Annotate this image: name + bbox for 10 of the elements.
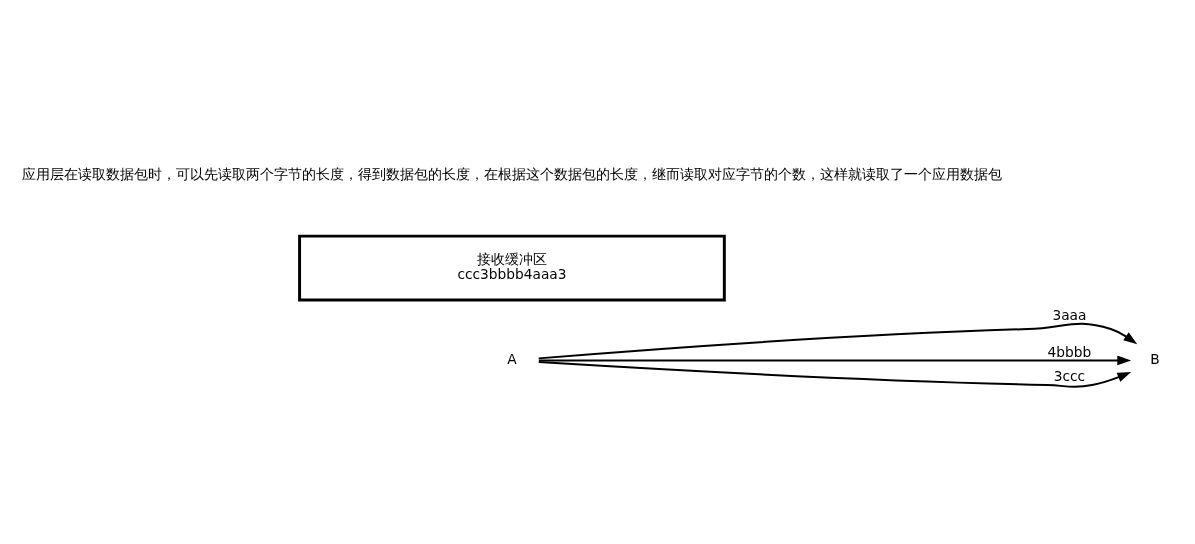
node-box: 接收缓冲区 ccc3bbbb4aaa3 — [298, 234, 726, 301]
arrow — [537, 322, 1138, 359]
edge-label: 3aaa — [1052, 306, 1087, 323]
label: 应用层在读取数据包时，可以先读取两个字节的长度，得到数据包的长度，在根据这个数据包的长度，继而读取对应字节的个数，这样就读取了一个应用数据包 — [21, 165, 1002, 182]
node-text: B — [1150, 350, 1160, 367]
arrow — [537, 355, 1132, 365]
edge-label: 4bbbb — [1047, 343, 1092, 360]
arrow — [537, 360, 1132, 388]
edge-label: 3ccc — [1053, 367, 1086, 384]
node-text: A — [507, 350, 517, 367]
